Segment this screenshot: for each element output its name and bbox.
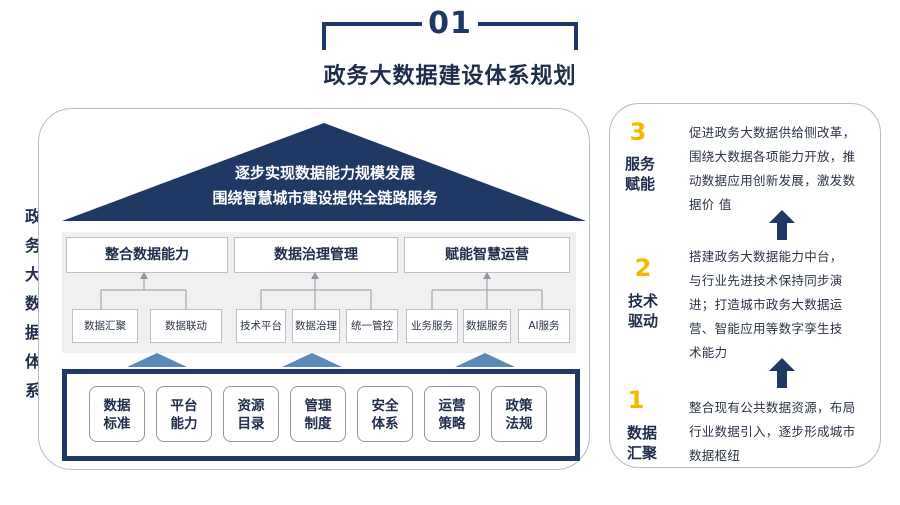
- side-label-char: 大: [24, 265, 41, 284]
- roof-triangle: [62, 123, 586, 221]
- step-number: 3: [629, 118, 647, 146]
- step-description: 整合现有公共数据资源，布局行业数据引入，逐步形成城市数据枢纽: [689, 400, 856, 463]
- foundation-item: 运营策略: [424, 386, 480, 442]
- side-label-char: 系: [24, 381, 41, 400]
- step-label: 数据汇聚: [626, 424, 657, 462]
- foundation-item: 资源目录: [223, 386, 279, 442]
- column-title-governance: 数据治理管理: [234, 237, 398, 273]
- foundation-item: 安全体系: [357, 386, 413, 442]
- foundation-item: 管理制度: [290, 386, 346, 442]
- sub-item-ai-service: AI服务: [518, 309, 570, 343]
- side-label-char: 务: [24, 236, 41, 255]
- side-label-char: 据: [24, 323, 41, 342]
- sub-item-data-governance: 数据治理: [292, 309, 340, 343]
- column-title-integration: 整合数据能力: [66, 237, 228, 273]
- foundation-item: 平台能力: [156, 386, 212, 442]
- sub-item-business-service: 业务服务: [406, 309, 458, 343]
- sub-item-unified-control: 统一管控: [346, 309, 398, 343]
- up-arrow-icon: [769, 210, 795, 240]
- sub-item-data-collection: 数据汇聚: [72, 309, 138, 343]
- page-title: 政务大数据建设体系规划: [323, 64, 577, 89]
- side-vertical-label: 政 务 大 数 据 体 系: [20, 202, 46, 405]
- sub-item-tech-platform: 技术平台: [236, 309, 286, 343]
- side-label-char: 数: [24, 294, 41, 313]
- roof-line-1: 逐步实现数据能力规模发展: [234, 164, 415, 182]
- foundation-item: 政策法规: [491, 386, 547, 442]
- step-description: 搭建政务大数据能力中台，与行业先进技术保持同步演进；打造城市政务大数据运营、智能…: [689, 249, 843, 360]
- header-bracket-left: [322, 22, 422, 50]
- roof-line-2: 围绕智慧城市建设提供全链路服务: [212, 189, 438, 207]
- side-label-char: 政: [24, 207, 41, 226]
- sub-item-data-service: 数据服务: [463, 309, 511, 343]
- column-title-operations: 赋能智慧运营: [404, 237, 570, 273]
- foundation-item: 数据标准: [89, 386, 145, 442]
- section-number: 01: [428, 6, 472, 41]
- step-description: 促进政务大数据供给侧改革，围绕大数据各项能力开放，推动数据应用创新发展，激发数据…: [689, 125, 856, 212]
- step-number: 1: [627, 386, 645, 414]
- up-arrow-icon: [769, 358, 795, 388]
- side-label-char: 体: [24, 352, 41, 371]
- step-number: 2: [634, 254, 652, 282]
- step-label: 服务赋能: [624, 155, 655, 193]
- header-bracket-right: [478, 22, 578, 50]
- roadmap-panel: [609, 103, 881, 468]
- step-label: 技术驱动: [627, 292, 658, 330]
- sub-item-data-linkage: 数据联动: [150, 309, 222, 343]
